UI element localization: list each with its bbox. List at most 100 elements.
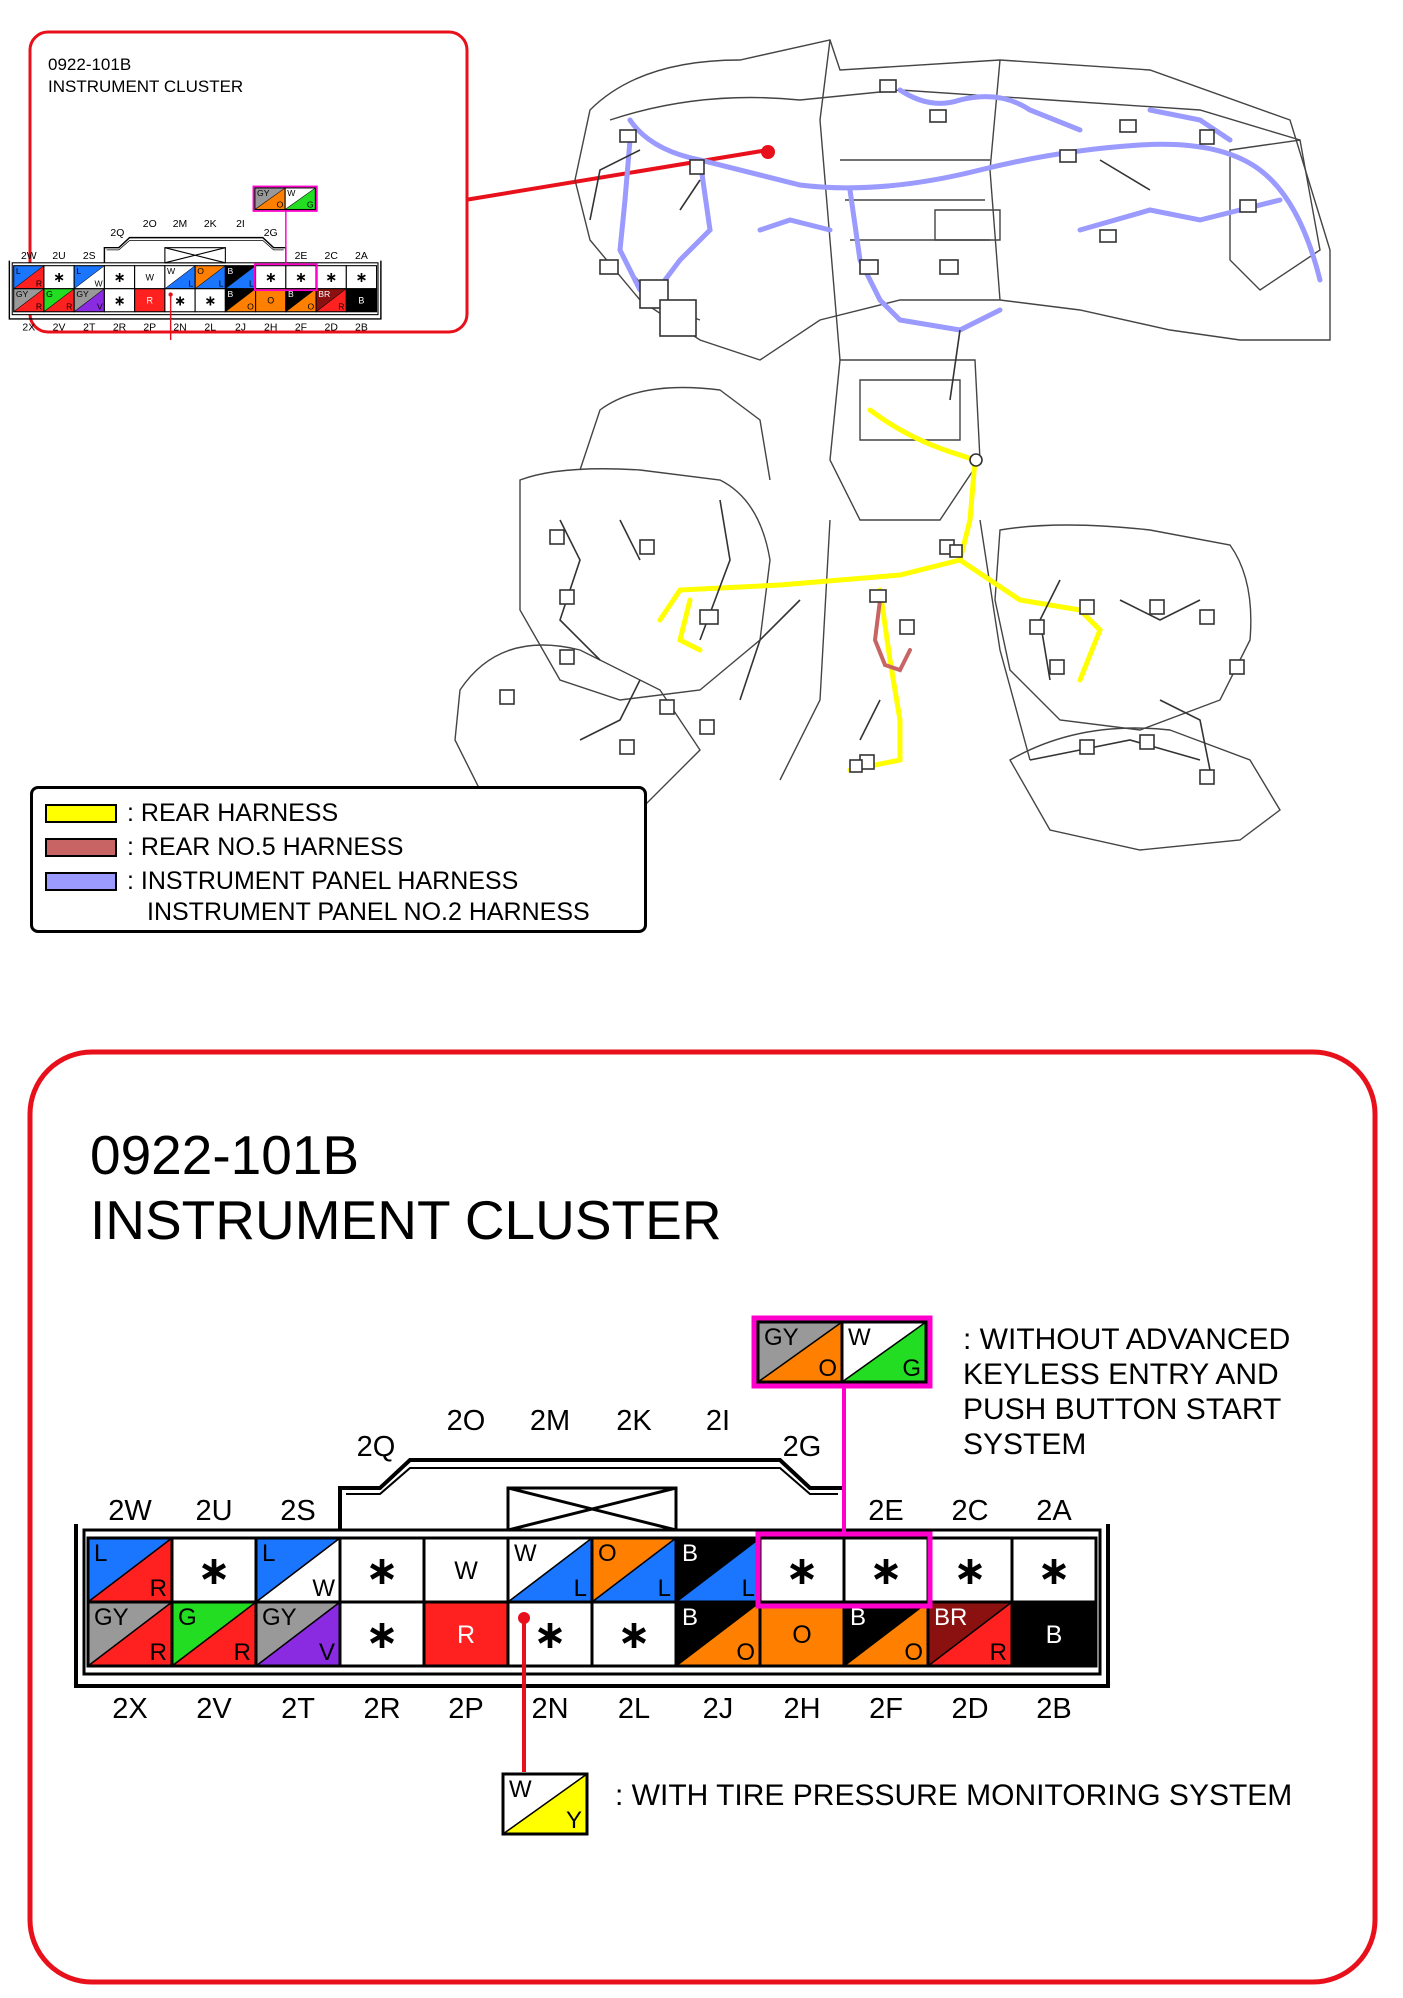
- pin-2a: ∗: [345, 265, 378, 290]
- pin-diagonal: [315, 288, 347, 312]
- pin-diagonal: [675, 1537, 761, 1603]
- legend-swatch-instrument-panel-harness: [45, 871, 117, 891]
- pin-cell: [1010, 1536, 1098, 1604]
- pin-2u: ∗: [170, 1536, 258, 1604]
- pin-stripe-color: L: [189, 279, 194, 289]
- tpms-note: : WITH TIRE PRESSURE MONITORING SYSTEM: [615, 1779, 1293, 1812]
- connector-latch: [103, 236, 287, 263]
- pin-label-2i: 2I: [236, 219, 245, 230]
- pin-2x: GY R: [86, 1600, 174, 1668]
- pin-cell: [345, 288, 378, 313]
- pin-2h: O: [758, 1600, 846, 1668]
- pin-label-2u: 2U: [52, 251, 65, 262]
- pin-wire-color: W: [454, 1557, 478, 1585]
- pin-label-2r: 2R: [113, 322, 127, 333]
- pin-label-2b: 2B: [1036, 1693, 1071, 1725]
- connector-housing: [8, 260, 382, 320]
- pin-diagonal: [73, 288, 105, 312]
- keyless-note-line-4: SYSTEM: [963, 1428, 1087, 1461]
- pin-primary-color: L: [16, 266, 21, 276]
- pin-wire-color: R: [147, 295, 154, 305]
- pin-2w: LR: [86, 1536, 174, 1604]
- connector-name-title: INSTRUMENT CLUSTER: [90, 1189, 722, 1251]
- pin-cell: [840, 1320, 928, 1384]
- keyless-note-line-3: PUSH BUTTON START: [963, 1393, 1282, 1426]
- keyless-note-line-2: KEYLESS ENTRY AND: [963, 1358, 1279, 1391]
- pin-2n: ∗: [506, 1600, 594, 1668]
- pin-stripe-color: W: [312, 1575, 335, 1602]
- pin-label-2c: 2C: [951, 1495, 988, 1527]
- pin-diagonal: [757, 1321, 843, 1383]
- pin-diagonal: [255, 1537, 341, 1603]
- pin-label-2j: 2J: [235, 322, 246, 333]
- pin-2f: BO: [842, 1600, 930, 1668]
- pin-2v: GR: [43, 288, 75, 313]
- unused-pin-star: ∗: [869, 1548, 903, 1594]
- legend-swatch-rear-no5-harness: [45, 837, 117, 857]
- pin-stripe-color: V: [319, 1639, 335, 1666]
- pin-primary-color: L: [262, 1540, 275, 1567]
- pin-label-2d: 2D: [951, 1693, 988, 1725]
- pin-label-2k: 2K: [204, 219, 217, 230]
- pin-label-2g: 2G: [264, 228, 278, 239]
- connector-key-cross: [164, 247, 226, 264]
- pin-label-2b: 2B: [355, 322, 368, 333]
- pin-label-2d: 2D: [325, 322, 339, 333]
- pin-label-2j: 2J: [703, 1693, 734, 1725]
- pin-stripe-color: R: [150, 1639, 167, 1666]
- tpms-variant: WY: [501, 1772, 589, 1836]
- pin-2r: ∗: [103, 288, 136, 313]
- unused-pin-star: ∗: [533, 1612, 567, 1658]
- pin-2b: B: [345, 288, 378, 313]
- pin-wire-color: B: [1046, 1621, 1063, 1649]
- pin-cell: [590, 1600, 678, 1668]
- harness-legend: : REAR HARNESS : REAR NO.5 HARNESS : INS…: [30, 786, 647, 933]
- pin-2e: ∗: [842, 1536, 930, 1604]
- pin-diagonal: [87, 1537, 173, 1603]
- pin-stripe-color: O: [308, 302, 315, 312]
- legend-label-instrument-panel-no2-harness: INSTRUMENT PANEL NO.2 HARNESS: [147, 897, 590, 926]
- unused-pin-star: ∗: [785, 1548, 819, 1594]
- pin-stripe-color: Y: [566, 1807, 582, 1834]
- unused-pin-star: ∗: [295, 270, 307, 286]
- pin-2j: BO: [224, 288, 257, 313]
- pin-2o: W: [422, 1536, 510, 1604]
- pin-primary-color: B: [682, 1540, 698, 1567]
- pin-2f: BO: [285, 288, 317, 313]
- pin-label-2m: 2M: [173, 219, 188, 230]
- unused-pin-star: ∗: [174, 293, 186, 309]
- pin-diagonal: [225, 265, 256, 289]
- pin-label-2g: 2G: [783, 1431, 822, 1463]
- pin-diagonal: [255, 1601, 341, 1667]
- pin-stripe-color: R: [36, 279, 42, 289]
- pin-2l: ∗: [194, 288, 226, 313]
- pin-2x: GYR: [13, 288, 45, 313]
- pin-2m: WL: [506, 1536, 594, 1604]
- connector-housing: [74, 1524, 1110, 1688]
- pin-primary-color: B: [228, 266, 234, 276]
- legend-item-rear-no5-harness: : REAR NO.5 HARNESS: [45, 833, 403, 861]
- pin-label-2n: 2N: [173, 322, 186, 333]
- pin-label-2w: 2W: [21, 251, 37, 262]
- pin-label-2e: 2E: [295, 251, 308, 262]
- unused-pin-star: ∗: [953, 1548, 987, 1594]
- pin-primary-color: GY: [16, 289, 29, 299]
- legend-label-instrument-panel-harness: : INSTRUMENT PANEL HARNESS: [127, 866, 519, 895]
- unused-pin-star: ∗: [617, 1612, 651, 1658]
- pin-stripe-color: O: [904, 1639, 923, 1666]
- pin-stripe-color: L: [658, 1575, 671, 1602]
- unused-pin-star: ∗: [355, 270, 367, 286]
- pin-label-2a: 2A: [1036, 1495, 1072, 1527]
- pin-stripe-color: L: [574, 1575, 587, 1602]
- pin-cell: [758, 1600, 846, 1668]
- legend-swatch-rear-harness: [45, 803, 117, 823]
- pin-primary-color: G: [46, 289, 53, 299]
- pin-label-2w: 2W: [108, 1495, 152, 1527]
- pin-stripe-color: G: [902, 1355, 921, 1382]
- pin-stripe-color: O: [818, 1355, 837, 1382]
- pin-diagonal: [675, 1601, 761, 1667]
- pin-primary-color: GY: [94, 1604, 129, 1631]
- pin-primary-color: O: [598, 1540, 617, 1567]
- pin-diagonal: [194, 265, 226, 289]
- pin-primary-color: GY: [262, 1604, 297, 1631]
